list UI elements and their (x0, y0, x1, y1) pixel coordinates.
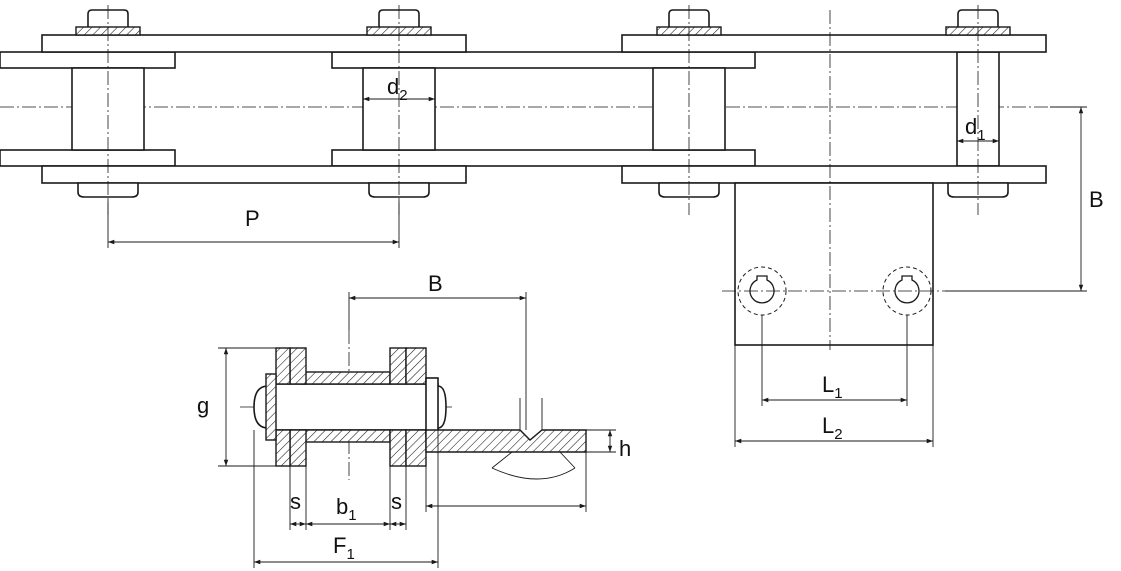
outer-plate-bottom-1 (41, 165, 467, 184)
dim-label-attachment-height-right: B (1089, 187, 1104, 212)
keyhole-right (894, 275, 920, 304)
outer-plate-top-2 (621, 34, 1047, 53)
attachment-plate (734, 182, 934, 346)
section-inner-plate-right-top (389, 347, 407, 385)
dim-label-inner-width: b1 (336, 494, 357, 524)
inner-plate-bottom-1 (0, 149, 176, 167)
dim-label-thickness-left: s (290, 489, 301, 514)
section-outer-plate-right-bottom (405, 429, 427, 467)
inner-plate-top-1 (0, 51, 176, 69)
keyhole-left (749, 275, 775, 304)
dimensions-top: P d2 d1 B L1 L2 (107, 74, 1104, 447)
section-pin (267, 383, 439, 431)
section-inner-plate-left-bottom (289, 429, 307, 467)
outer-plate-bottom-2 (621, 165, 1047, 184)
dim-label-plate-height: g (197, 393, 209, 418)
section-pin-head-left (265, 373, 277, 441)
dim-label-attachment-height-top: B (428, 271, 443, 296)
section-outer-plate-left-top (275, 347, 291, 385)
section-attachment (425, 429, 587, 453)
dim-label-pin-diameter: d1 (965, 114, 986, 144)
section-attachment-arc (491, 467, 576, 480)
section-inner-plate-left-top (289, 347, 307, 385)
dim-label-pitch: P (245, 206, 260, 231)
dim-label-thickness-right: s (391, 489, 402, 514)
outer-plate-top-1 (41, 34, 467, 53)
inner-plate-top-2 (331, 51, 756, 69)
dim-label-overall-width: F1 (333, 533, 355, 563)
section-bush-bottom (299, 429, 391, 443)
section-inner-plate-right-bottom (389, 429, 407, 467)
chain-top-view (0, 5, 1060, 215)
dim-label-bush-diameter: d2 (387, 74, 408, 104)
attachment-plate-top-view (722, 10, 945, 350)
pin-heads-top (75, 9, 1011, 36)
section-bush-top (299, 371, 391, 385)
inner-plate-bottom-2 (331, 149, 756, 167)
dim-label-hole-spacing: L1 (822, 372, 843, 402)
section-pin-head-right (425, 377, 439, 437)
section-outer-plate-left-bottom (275, 429, 291, 467)
section-view (240, 330, 587, 480)
section-outer-plate-right-top (405, 347, 427, 385)
dim-label-attachment-thickness: h (619, 436, 631, 461)
dimensions-section: B g h s b1 s F1 (197, 271, 631, 568)
dim-label-plate-length: L2 (822, 413, 843, 443)
